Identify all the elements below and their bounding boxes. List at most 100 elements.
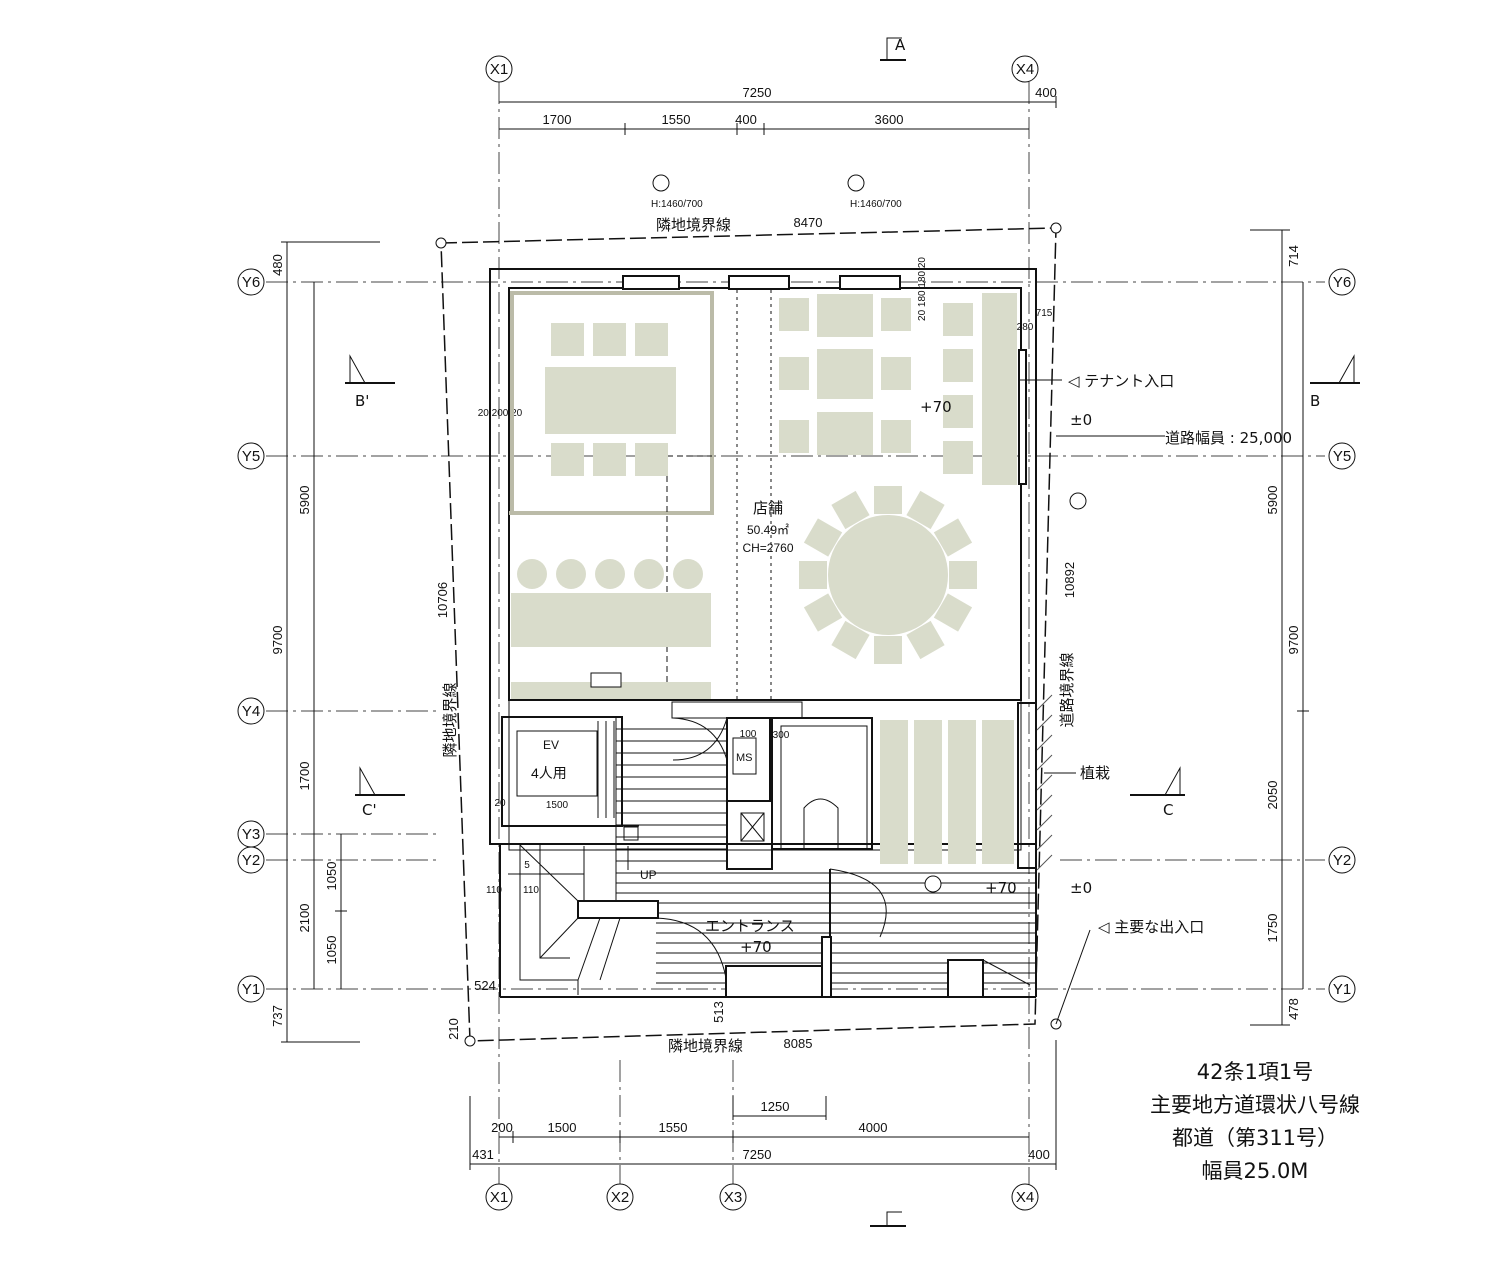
- chair: [881, 298, 911, 331]
- grid-lines: [266, 82, 1325, 1185]
- label-entrance-hall: エントランス: [705, 917, 795, 935]
- section-markers: [345, 37, 1360, 1227]
- chair: [635, 443, 668, 476]
- dim-bottom-left-offset: 431: [472, 1147, 494, 1162]
- label-ev: EV: [543, 738, 559, 752]
- grid-bubble-y2-left: Y2: [237, 846, 265, 874]
- dim-ev-110-b: 110: [523, 885, 539, 896]
- counter-low: [511, 682, 711, 699]
- dim-ev-1500: 1500: [546, 800, 569, 811]
- chair: [551, 443, 584, 476]
- road-note-line-4: 幅員25.0M: [1201, 1159, 1309, 1183]
- grid-bubble-x3-bottom: X3: [719, 1183, 747, 1211]
- grid-bubbles: X1 X4 X1 X2 X3 X4 Y6 Y5: [237, 55, 1356, 1211]
- dim-ev-20: 20: [494, 798, 506, 809]
- table: [817, 294, 873, 337]
- table: [545, 367, 676, 434]
- dim-right-top-offset: 714: [1286, 245, 1301, 267]
- grid-bubble-y5-right: Y5: [1328, 442, 1356, 470]
- dim-site-top: 8470: [794, 215, 823, 230]
- svg-text:Y4: Y4: [242, 703, 260, 720]
- chair: [551, 323, 584, 356]
- grid-bubble-y1-right: Y1: [1328, 975, 1356, 1003]
- dim-left-top-offset: 480: [270, 254, 285, 276]
- label-road-boundary: 道路境界線: [1058, 652, 1076, 727]
- label-shop-area: 50.49㎡: [747, 523, 789, 537]
- grid-bubble-y1-left: Y1: [237, 975, 265, 1003]
- planting-hatch: [1036, 694, 1053, 871]
- stool: [673, 559, 703, 589]
- fence-spec-b: H:1460/700: [850, 199, 902, 210]
- section-labels: A B B' C C': [355, 36, 1320, 819]
- label-level-plus70-c: +70: [740, 938, 772, 956]
- label-level-plus70-a: +70: [920, 398, 952, 416]
- dim-bottom-seg-2: 1500: [548, 1120, 577, 1135]
- chair: [881, 357, 911, 390]
- svg-text:Y6: Y6: [1333, 274, 1351, 291]
- svg-text:B': B': [355, 392, 369, 410]
- svg-text:X4: X4: [1016, 1189, 1034, 1206]
- svg-text:A: A: [895, 36, 906, 54]
- round-table: [828, 515, 948, 635]
- chair: [779, 298, 809, 331]
- bench: [880, 720, 908, 864]
- svg-text:Y5: Y5: [242, 448, 260, 465]
- dim-site-right: 10892: [1062, 562, 1077, 598]
- label-road-width: 道路幅員 : 25,000: [1165, 429, 1292, 447]
- svg-text:X3: X3: [724, 1189, 742, 1206]
- chair: [943, 349, 973, 382]
- svg-text:Y2: Y2: [1333, 852, 1351, 869]
- grid-bubble-y6-right: Y6: [1328, 268, 1356, 296]
- bench: [948, 720, 976, 864]
- fence-spec-a: H:1460/700: [651, 199, 703, 210]
- dim-bottom-extra: 1250: [761, 1099, 790, 1114]
- stool: [634, 559, 664, 589]
- dimension-lines: [281, 96, 1309, 1170]
- label-level-zero-b: ±0: [1070, 879, 1092, 897]
- label-planting: 植栽: [1080, 764, 1110, 782]
- stair-treads: [616, 728, 727, 862]
- dim-ev-5: 5: [524, 860, 530, 871]
- bench: [982, 293, 1017, 485]
- grid-bubble-x4-top: X4: [1011, 55, 1039, 83]
- road-note: 42条1項1号 主要地方道環状八号線 都道（第311号） 幅員25.0M: [1110, 1056, 1400, 1188]
- chair: [593, 323, 626, 356]
- dim-right-9700: 9700: [1286, 626, 1301, 655]
- label-shop-name: 店舗: [753, 499, 783, 517]
- dim-corner-524: 524: [474, 978, 496, 993]
- label-level-plus70-b: +70: [985, 879, 1017, 897]
- svg-text:Y1: Y1: [1333, 981, 1351, 998]
- dim-site-bottom: 8085: [784, 1036, 813, 1051]
- dim-top-seg-4: 3600: [875, 112, 904, 127]
- grid-bubble-y3-left: Y3: [237, 820, 265, 848]
- svg-text:X1: X1: [490, 61, 508, 78]
- svg-text:X2: X2: [611, 1189, 629, 1206]
- stool: [517, 559, 547, 589]
- dimension-text: 7250 400 1700 1550 400 3600 200 1500 155…: [270, 85, 1301, 1162]
- furniture: [511, 293, 1017, 864]
- label-ev-capacity: 4人用: [531, 765, 567, 781]
- grid-bubble-x1-bottom: X1: [485, 1183, 513, 1211]
- label-up: UP: [640, 868, 657, 882]
- stool: [556, 559, 586, 589]
- dim-wall-note-right: 715: [1036, 308, 1053, 319]
- dim-top-seg-3: 400: [735, 112, 757, 127]
- dim-ev-110-a: 110: [486, 885, 502, 896]
- stool: [595, 559, 625, 589]
- dim-top-seg-2: 1550: [662, 112, 691, 127]
- grid-bubble-y5-left: Y5: [237, 442, 265, 470]
- svg-text:Y6: Y6: [242, 274, 260, 291]
- svg-text:Y3: Y3: [242, 826, 260, 843]
- round-table-chairs: [799, 486, 977, 664]
- dim-left-5900: 5900: [297, 486, 312, 515]
- label-boundary-west: 隣地境界線: [441, 682, 459, 757]
- bench: [914, 720, 942, 864]
- grid-bubble-x1-top: X1: [485, 55, 513, 83]
- table: [817, 412, 873, 455]
- svg-text:Y5: Y5: [1333, 448, 1351, 465]
- grid-bubble-y2-right: Y2: [1328, 846, 1356, 874]
- label-ms: MS: [736, 752, 753, 764]
- dim-top-right-offset: 400: [1035, 85, 1057, 100]
- dim-left-1050-b: 1050: [324, 936, 339, 965]
